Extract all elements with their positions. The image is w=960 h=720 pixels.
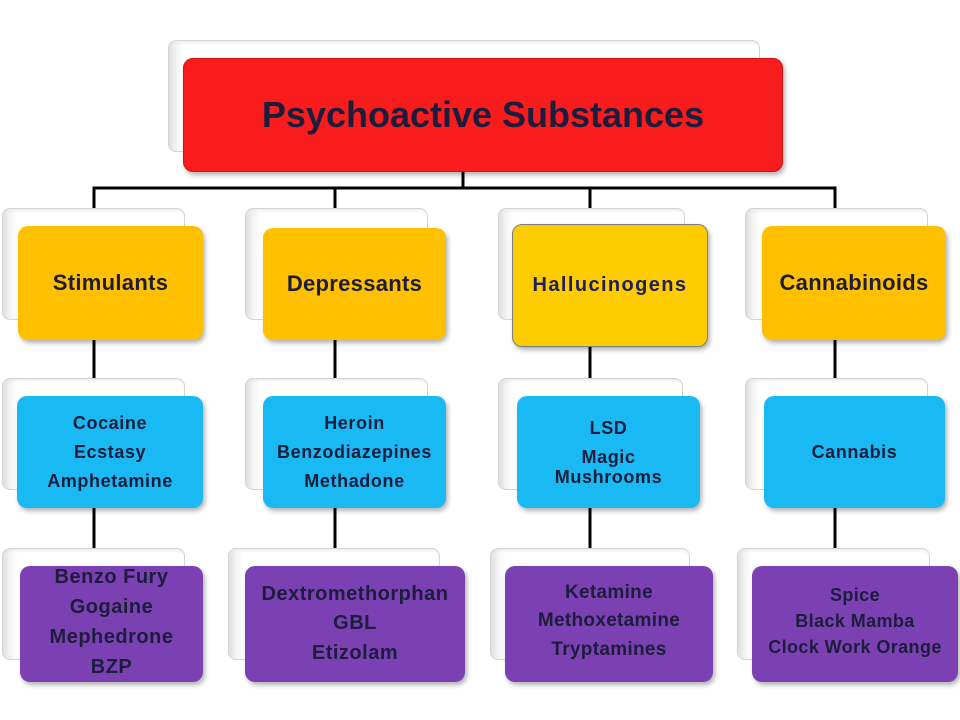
substance-label: GBL bbox=[333, 612, 377, 635]
level3-node-hallucinogens: Ketamine Methoxetamine Tryptamines bbox=[505, 566, 713, 682]
substance-label: Heroin bbox=[324, 413, 385, 433]
level2-node-stimulants: Cocaine Ecstasy Amphetamine bbox=[17, 396, 203, 508]
root-node: Psychoactive Substances bbox=[183, 58, 783, 172]
substance-label: Benzodiazepines bbox=[276, 442, 433, 462]
level2-node-hallucinogens: LSD Magic Mushrooms bbox=[517, 396, 700, 508]
substance-label: Spice bbox=[829, 585, 881, 605]
substance-label: Ketamine bbox=[565, 581, 653, 603]
level2-node-cannabinoids: Cannabis bbox=[764, 396, 945, 508]
category-node-hallucinogens: Hallucinogens bbox=[512, 224, 708, 347]
substance-label: Methoxetamine bbox=[537, 610, 681, 632]
substance-label: Gogaine bbox=[69, 596, 154, 618]
substance-label: Magic Mushrooms bbox=[554, 446, 663, 487]
category-label: Cannabinoids bbox=[779, 270, 929, 295]
substance-label: Cocaine bbox=[72, 413, 148, 433]
level3-node-cannabinoids: Spice Black Mamba Clock Work Orange bbox=[752, 566, 958, 682]
substance-label: Cannabis bbox=[811, 442, 898, 462]
category-node-depressants: Depressants bbox=[263, 228, 446, 340]
root-title: Psychoactive Substances bbox=[261, 94, 705, 135]
category-label: Hallucinogens bbox=[532, 274, 688, 296]
category-node-stimulants: Stimulants bbox=[18, 226, 203, 340]
category-label: Stimulants bbox=[52, 270, 169, 295]
category-node-cannabinoids: Cannabinoids bbox=[762, 226, 946, 340]
substance-label: Etizolam bbox=[311, 641, 399, 664]
substance-label: Ecstasy bbox=[73, 442, 147, 462]
substance-label: Mephedrone bbox=[49, 626, 174, 648]
level2-node-depressants: Heroin Benzodiazepines Methadone bbox=[263, 396, 446, 508]
substance-label: Benzo Fury bbox=[54, 566, 169, 588]
substance-label: Tryptamines bbox=[551, 638, 667, 660]
substance-label: Black Mamba bbox=[795, 611, 915, 631]
substance-label: Clock Work Orange bbox=[768, 637, 942, 657]
substance-label: Dextromethorphan bbox=[261, 582, 449, 605]
substance-label: Methadone bbox=[304, 471, 405, 491]
level3-node-stimulants: Benzo Fury Gogaine Mephedrone BZP bbox=[20, 566, 203, 682]
category-label: Depressants bbox=[286, 271, 423, 296]
substance-label: BZP bbox=[90, 656, 133, 678]
substance-label: LSD bbox=[589, 417, 628, 438]
level3-node-depressants: Dextromethorphan GBL Etizolam bbox=[245, 566, 465, 682]
substance-label: Amphetamine bbox=[47, 471, 173, 491]
